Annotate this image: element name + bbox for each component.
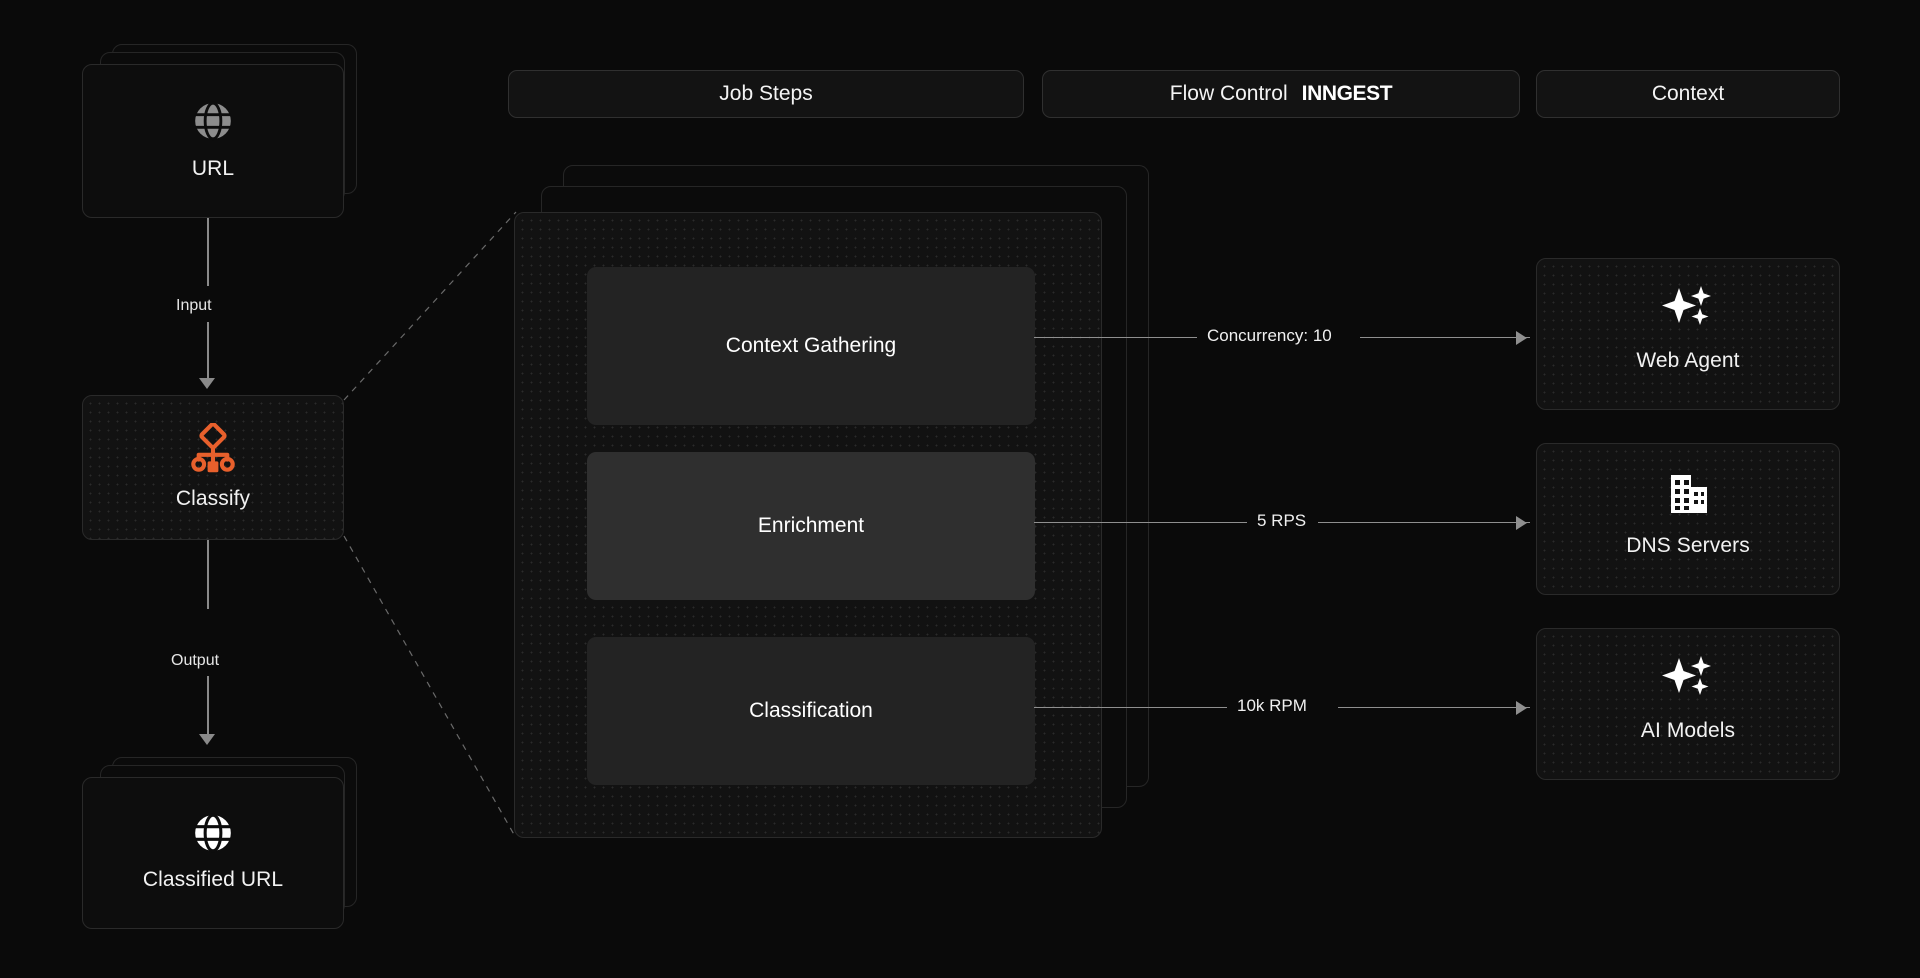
flow-label-concurrency: Concurrency: 10	[1197, 326, 1342, 346]
url-node-label: URL	[191, 157, 235, 180]
header-chip-job-steps-label: Job Steps	[719, 82, 813, 105]
flow-arrowhead-1	[1516, 331, 1527, 345]
header-chip-context-label: Context	[1651, 82, 1725, 105]
classified-url-node-label: Classified URL	[142, 868, 284, 891]
context-node-web-agent[interactable]: Web Agent	[1536, 258, 1840, 410]
building-icon	[1537, 469, 1839, 519]
classify-node[interactable]: Classify	[82, 395, 344, 540]
globe-icon	[83, 810, 343, 856]
input-edge-arrowhead	[199, 378, 215, 389]
flow-line-3-right	[1338, 707, 1530, 709]
job-step-classification-label: Classification	[749, 699, 873, 722]
url-node[interactable]: URL	[82, 64, 344, 218]
context-node-dns-servers[interactable]: DNS Servers	[1536, 443, 1840, 595]
job-step-enrichment[interactable]: Enrichment	[587, 452, 1035, 600]
flow-arrowhead-3	[1516, 701, 1527, 715]
job-steps-panel: Context Gathering Enrichment Classificat…	[514, 212, 1102, 838]
classify-node-label: Classify	[175, 487, 251, 510]
context-node-ai-models[interactable]: AI Models	[1536, 628, 1840, 780]
job-step-enrichment-label: Enrichment	[757, 514, 865, 537]
input-edge-line-lower	[207, 322, 209, 378]
header-chip-flow-control[interactable]: Flow Control INNGEST	[1042, 70, 1520, 118]
input-edge-line-upper	[207, 218, 209, 286]
flow-line-2-right	[1318, 522, 1530, 524]
flow-label-rpm: 10k RPM	[1227, 696, 1317, 716]
flow-line-1-left	[1034, 337, 1202, 339]
flow-label-rps: 5 RPS	[1247, 511, 1317, 531]
output-edge-arrowhead	[199, 734, 215, 745]
output-edge-line-lower	[207, 676, 209, 734]
flow-line-1-right	[1360, 337, 1530, 339]
sparkles-icon	[1537, 284, 1839, 334]
context-node-ai-models-label: AI Models	[1640, 719, 1736, 742]
sparkles-icon	[1537, 654, 1839, 704]
classified-url-node[interactable]: Classified URL	[82, 777, 344, 929]
flow-line-3-left	[1034, 707, 1232, 709]
workflow-branch-icon	[83, 423, 343, 477]
job-step-context-gathering-label: Context Gathering	[725, 334, 897, 357]
flow-line-2-left	[1034, 522, 1252, 524]
context-node-web-agent-label: Web Agent	[1636, 349, 1740, 372]
job-step-classification[interactable]: Classification	[587, 637, 1035, 785]
flow-arrowhead-2	[1516, 516, 1527, 530]
output-edge-label: Output	[163, 652, 228, 670]
output-edge-line-upper	[207, 540, 209, 609]
context-node-dns-servers-label: DNS Servers	[1626, 534, 1750, 557]
header-chip-job-steps[interactable]: Job Steps	[508, 70, 1024, 118]
header-chip-flow-control-label: Flow Control	[1169, 82, 1288, 105]
globe-icon	[83, 98, 343, 144]
inngest-logo: INNGEST	[1301, 82, 1393, 105]
header-chip-context[interactable]: Context	[1536, 70, 1840, 118]
input-edge-label: Input	[168, 297, 220, 315]
job-step-context-gathering[interactable]: Context Gathering	[587, 267, 1035, 425]
